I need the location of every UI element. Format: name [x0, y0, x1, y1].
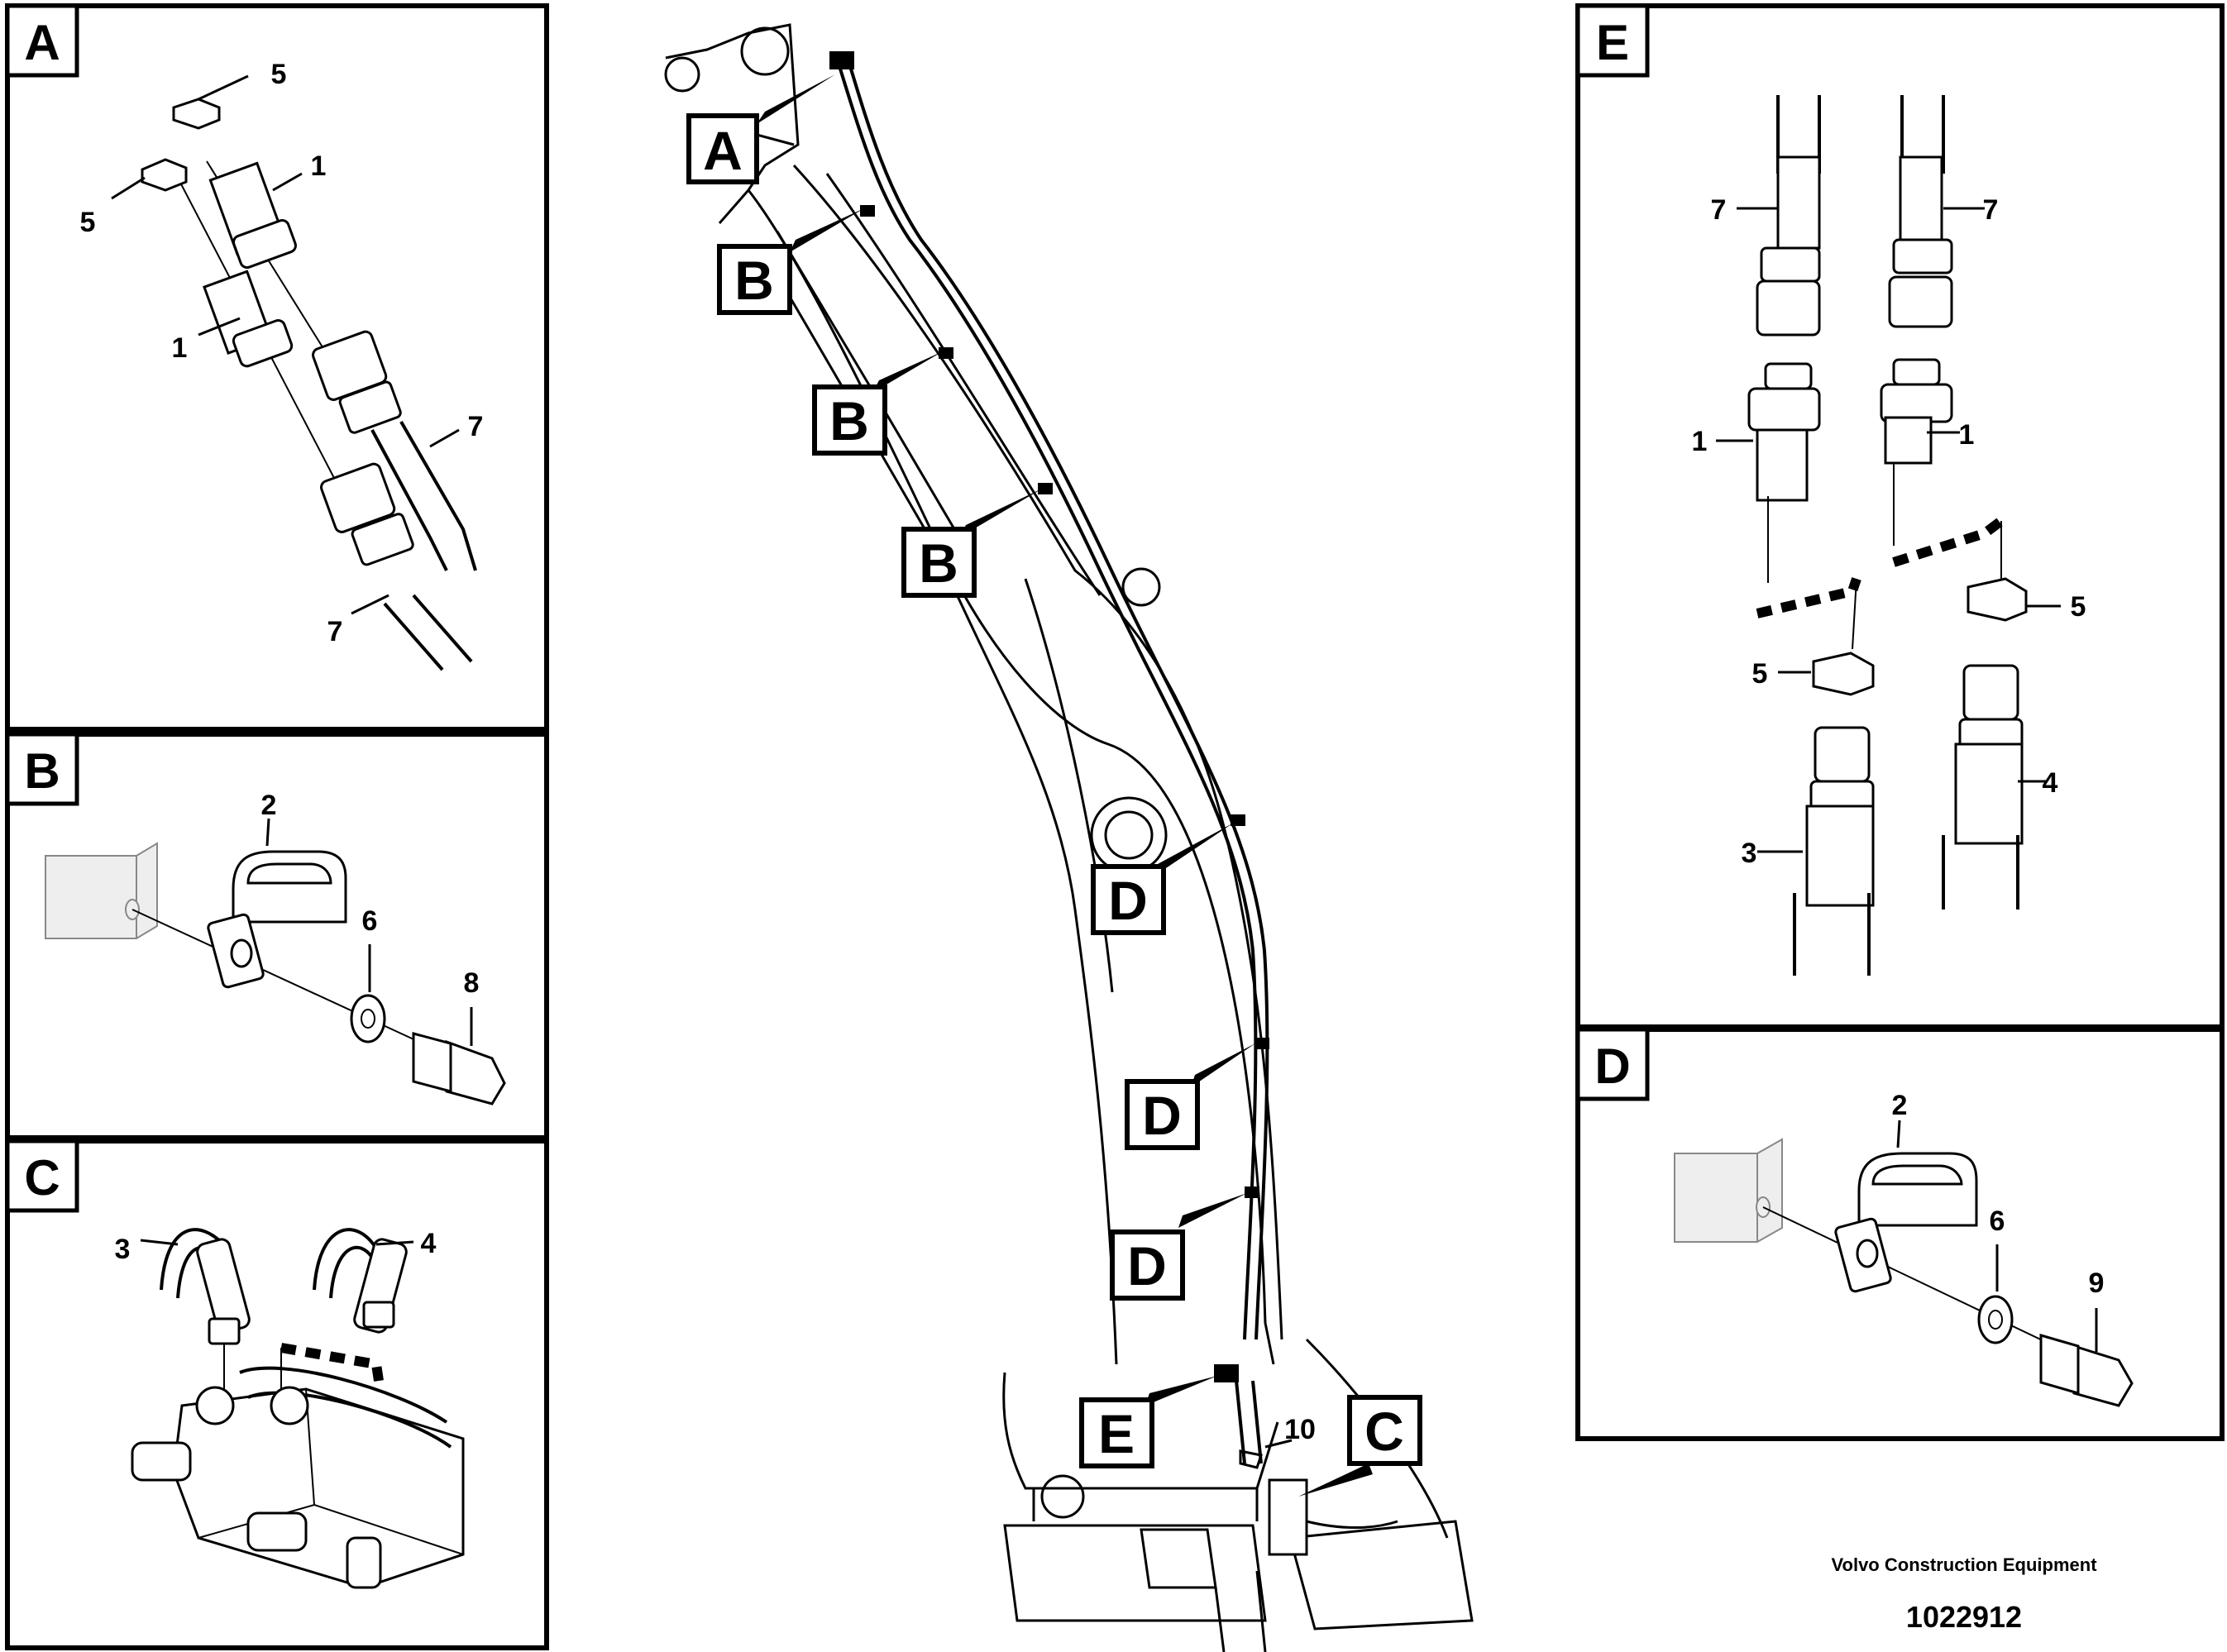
callout-a: A	[686, 113, 759, 184]
panel-a-label-5a: 5	[271, 59, 287, 90]
callout-d-2-text: D	[1142, 1085, 1182, 1146]
callout-b-2-text: B	[829, 390, 869, 451]
callout-b-2: B	[812, 384, 887, 456]
panel-e-label-5b: 5	[1752, 658, 1768, 690]
panel-d-tag: D	[1594, 1038, 1630, 1094]
callout-e: E	[1079, 1397, 1154, 1468]
panel-a: A	[5, 3, 549, 732]
callout-a-text: A	[703, 120, 743, 181]
callout-b-1-text: B	[734, 250, 774, 311]
callout-b-1: B	[717, 244, 792, 315]
panel-d-label-2: 2	[1892, 1090, 1908, 1121]
panel-a-label-7b: 7	[327, 616, 343, 647]
panel-c-tag: C	[24, 1150, 60, 1206]
callout-d-2: D	[1125, 1079, 1200, 1150]
panel-a-label-1a: 1	[311, 150, 327, 182]
panel-a-hoses	[111, 74, 477, 671]
panel-b-label-6: 6	[362, 905, 378, 937]
panel-c: C 3 4	[5, 1139, 549, 1650]
callout-c: C	[1347, 1395, 1422, 1466]
panel-c-label-3: 3	[115, 1234, 131, 1265]
panel-e-label-1a: 1	[1692, 426, 1708, 457]
panel-e-fittings	[1716, 95, 2061, 976]
callout-c-text: C	[1364, 1401, 1404, 1462]
panel-a-label-5b: 5	[80, 207, 96, 238]
callout-e-text: E	[1098, 1403, 1135, 1464]
panel-e-label-5a: 5	[2071, 591, 2086, 623]
panel-e: E	[1575, 3, 2225, 1029]
panel-d: D 2 6 9	[1575, 1027, 2225, 1441]
panel-c-label-4: 4	[421, 1228, 437, 1259]
callout-b-3: B	[901, 527, 977, 598]
panel-e-label-7b: 7	[1983, 194, 1999, 226]
boom-drawing	[664, 23, 1474, 1652]
panel-d-label-6: 6	[1990, 1206, 2005, 1237]
panel-a-tag: A	[24, 15, 60, 70]
panel-b-clamp-assembly	[45, 818, 506, 1105]
panel-b-tag: B	[24, 743, 60, 799]
callout-b-3-text: B	[919, 532, 958, 594]
panel-e-label-1b: 1	[1959, 419, 1975, 451]
panel-e-label-3: 3	[1742, 838, 1757, 869]
panel-d-label-9: 9	[2089, 1268, 2105, 1299]
part-10-label: 10	[1284, 1414, 1316, 1445]
panel-d-clamp-assembly	[1674, 1120, 2134, 1407]
panel-c-valve-assembly	[131, 1228, 465, 1589]
panel-e-label-4: 4	[2043, 767, 2058, 799]
panel-b-label-2: 2	[261, 790, 277, 821]
panel-e-label-7a: 7	[1711, 194, 1727, 226]
footer-drawing-number: 1022912	[1905, 1600, 2023, 1634]
callout-d-1-text: D	[1108, 870, 1148, 931]
callout-d-3-text: D	[1127, 1235, 1167, 1296]
panel-a-label-1b: 1	[172, 332, 188, 364]
panel-b: B 2 6 8	[5, 732, 549, 1140]
panel-a-label-7a: 7	[468, 411, 484, 442]
panel-b-label-8: 8	[464, 967, 480, 999]
footer-company: Volvo Construction Equipment	[1831, 1554, 2097, 1575]
callout-d-1: D	[1091, 864, 1166, 935]
panel-e-tag: E	[1596, 15, 1629, 70]
callout-d-3: D	[1110, 1229, 1185, 1301]
